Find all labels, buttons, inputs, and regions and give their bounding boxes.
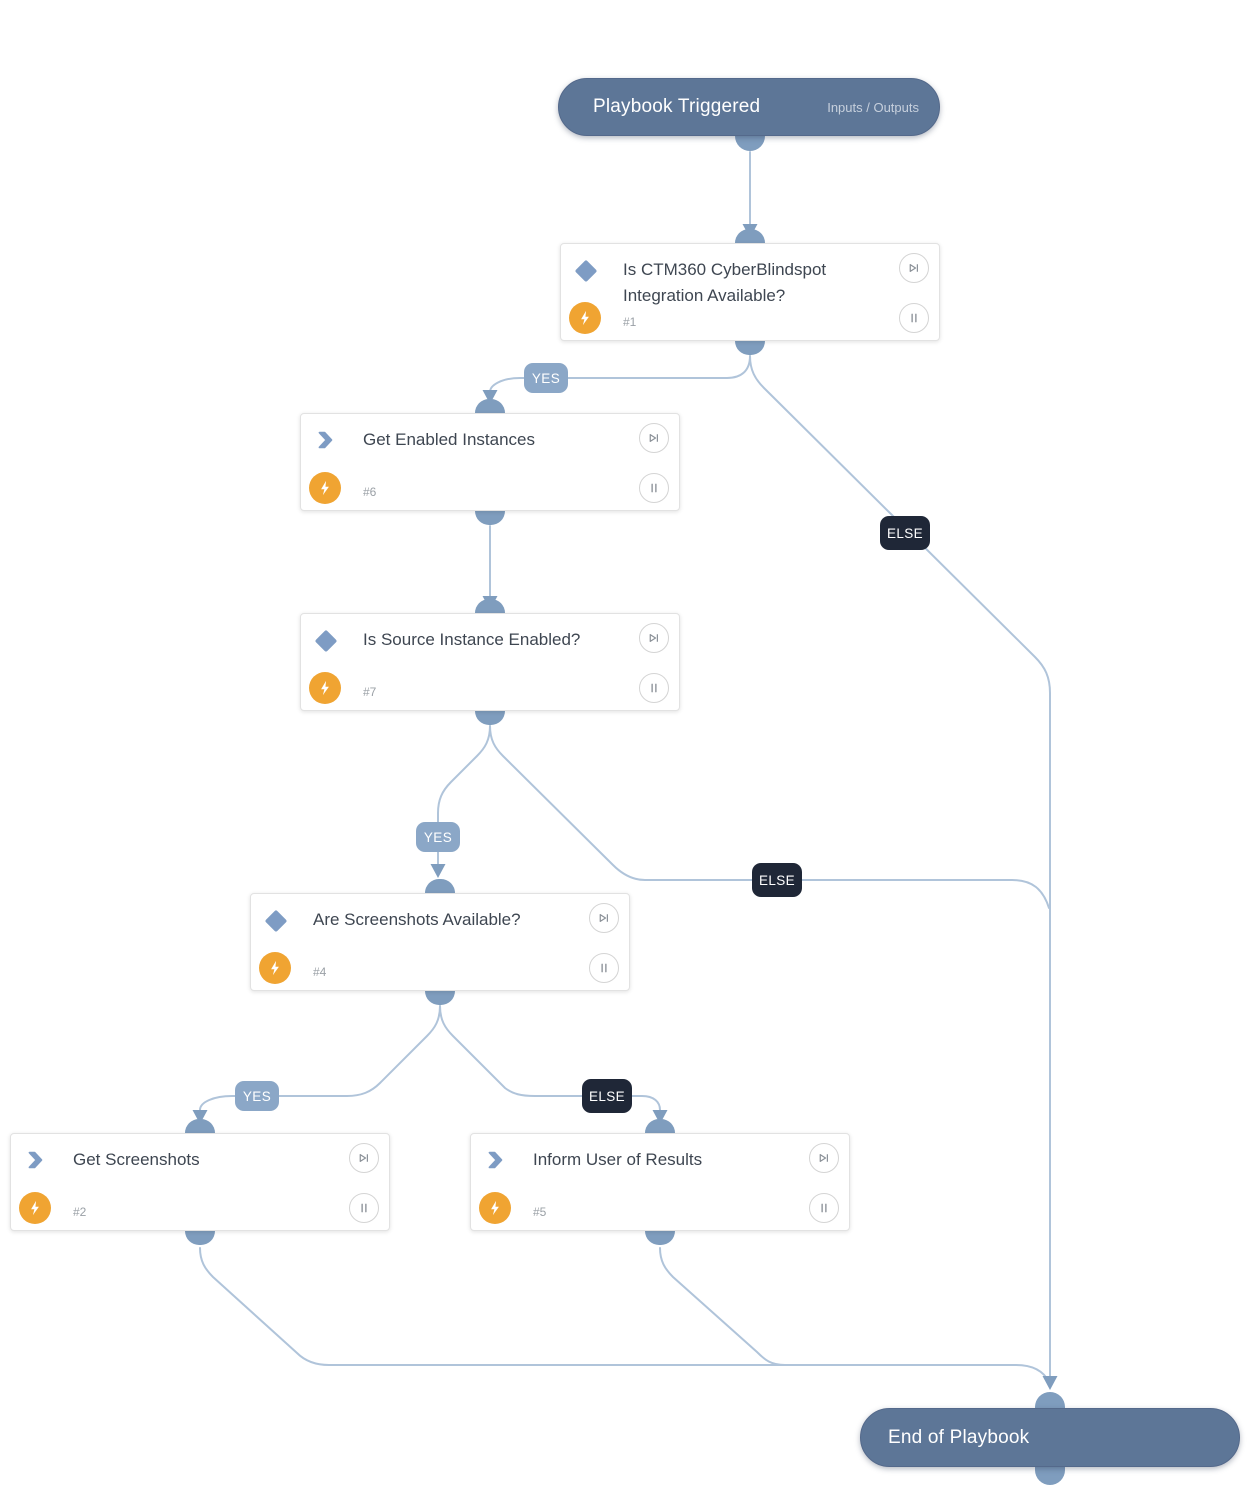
- edge-n2-to-end: [199, 1247, 1050, 1383]
- edge-n7-else: [489, 725, 1050, 909]
- task-node-2[interactable]: Get Screenshots #2: [10, 1133, 390, 1231]
- port-n2-in: [185, 1119, 215, 1133]
- task-node-4[interactable]: Are Screenshots Available? #4: [250, 893, 630, 991]
- port-n1-in: [735, 229, 765, 243]
- branch-label-else: ELSE: [752, 863, 802, 897]
- condition-diamond-icon: [264, 909, 288, 933]
- task-number: #4: [313, 965, 327, 979]
- skip-icon[interactable]: [639, 623, 669, 653]
- chevron-right-icon: [318, 431, 333, 449]
- task-node-1[interactable]: Is CTM360 CyberBlindspot Integration Ava…: [560, 243, 940, 341]
- skip-icon[interactable]: [589, 903, 619, 933]
- port-n7-out: [475, 711, 505, 725]
- task-title: Get Enabled Instances: [363, 430, 536, 449]
- task-node-7[interactable]: Is Source Instance Enabled? #7: [300, 613, 680, 711]
- condition-diamond-icon: [574, 259, 598, 283]
- start-node[interactable]: Playbook Triggered Inputs / Outputs: [558, 78, 940, 136]
- edge-n4-yes: [199, 1005, 441, 1111]
- branch-label-yes: YES: [235, 1081, 279, 1111]
- port-end-in: [1035, 1392, 1065, 1408]
- task-title: Get Screenshots: [73, 1150, 200, 1169]
- task-title: Are Screenshots Available?: [313, 910, 521, 929]
- pause-icon[interactable]: [589, 953, 619, 983]
- lightning-bolt-icon: [309, 472, 341, 504]
- chevron-right-icon: [488, 1151, 503, 1169]
- skip-icon[interactable]: [349, 1143, 379, 1173]
- port-start-out: [735, 136, 765, 151]
- port-n2-out: [185, 1231, 215, 1245]
- port-n1-out: [735, 341, 765, 355]
- port-n4-in: [425, 879, 455, 893]
- port-n6-out: [475, 511, 505, 525]
- lightning-bolt-icon: [259, 952, 291, 984]
- chevron-right-icon: [28, 1151, 43, 1169]
- condition-diamond-icon: [314, 629, 338, 653]
- branch-label-else: ELSE: [582, 1079, 632, 1113]
- task-number: #7: [363, 685, 377, 699]
- task-number: #1: [623, 315, 637, 329]
- port-n5-out: [645, 1231, 675, 1245]
- start-node-label: Playbook Triggered: [593, 96, 761, 117]
- pause-icon[interactable]: [349, 1193, 379, 1223]
- task-node-6[interactable]: Get Enabled Instances #6: [300, 413, 680, 511]
- end-node-label: End of Playbook: [888, 1426, 1030, 1448]
- pause-icon[interactable]: [809, 1193, 839, 1223]
- port-n6-in: [475, 399, 505, 413]
- task-title: Is Source Instance Enabled?: [363, 630, 581, 649]
- task-node-5[interactable]: Inform User of Results #5: [470, 1133, 850, 1231]
- port-end-out: [1035, 1467, 1065, 1485]
- lightning-bolt-icon: [309, 672, 341, 704]
- task-title: Is CTM360 CyberBlindspot Integration Ava…: [623, 260, 827, 305]
- lightning-bolt-icon: [569, 302, 601, 334]
- task-number: #6: [363, 485, 377, 499]
- task-number: #2: [73, 1205, 87, 1219]
- inputs-outputs-link[interactable]: Inputs / Outputs: [827, 99, 919, 115]
- skip-icon[interactable]: [809, 1143, 839, 1173]
- end-node[interactable]: End of Playbook: [860, 1408, 1240, 1467]
- task-number: #5: [533, 1205, 547, 1219]
- port-n4-out: [425, 991, 455, 1005]
- pause-icon[interactable]: [639, 673, 669, 703]
- skip-icon[interactable]: [899, 253, 929, 283]
- skip-icon[interactable]: [639, 423, 669, 453]
- lightning-bolt-icon: [19, 1192, 51, 1224]
- edge-n7-yes: [437, 725, 491, 867]
- lightning-bolt-icon: [479, 1192, 511, 1224]
- port-n5-in: [645, 1119, 675, 1133]
- branch-label-yes: YES: [416, 822, 460, 852]
- pause-icon[interactable]: [899, 303, 929, 333]
- port-n7-in: [475, 599, 505, 613]
- edge-n5-to-end: [659, 1247, 786, 1366]
- task-title: Inform User of Results: [533, 1150, 703, 1169]
- pause-icon[interactable]: [639, 473, 669, 503]
- branch-label-else: ELSE: [880, 516, 930, 550]
- branch-label-yes: YES: [524, 363, 568, 393]
- edge-n1-else: [749, 355, 1051, 1379]
- edge-n4-else: [439, 1005, 661, 1111]
- edge-n1-yes: [489, 355, 751, 393]
